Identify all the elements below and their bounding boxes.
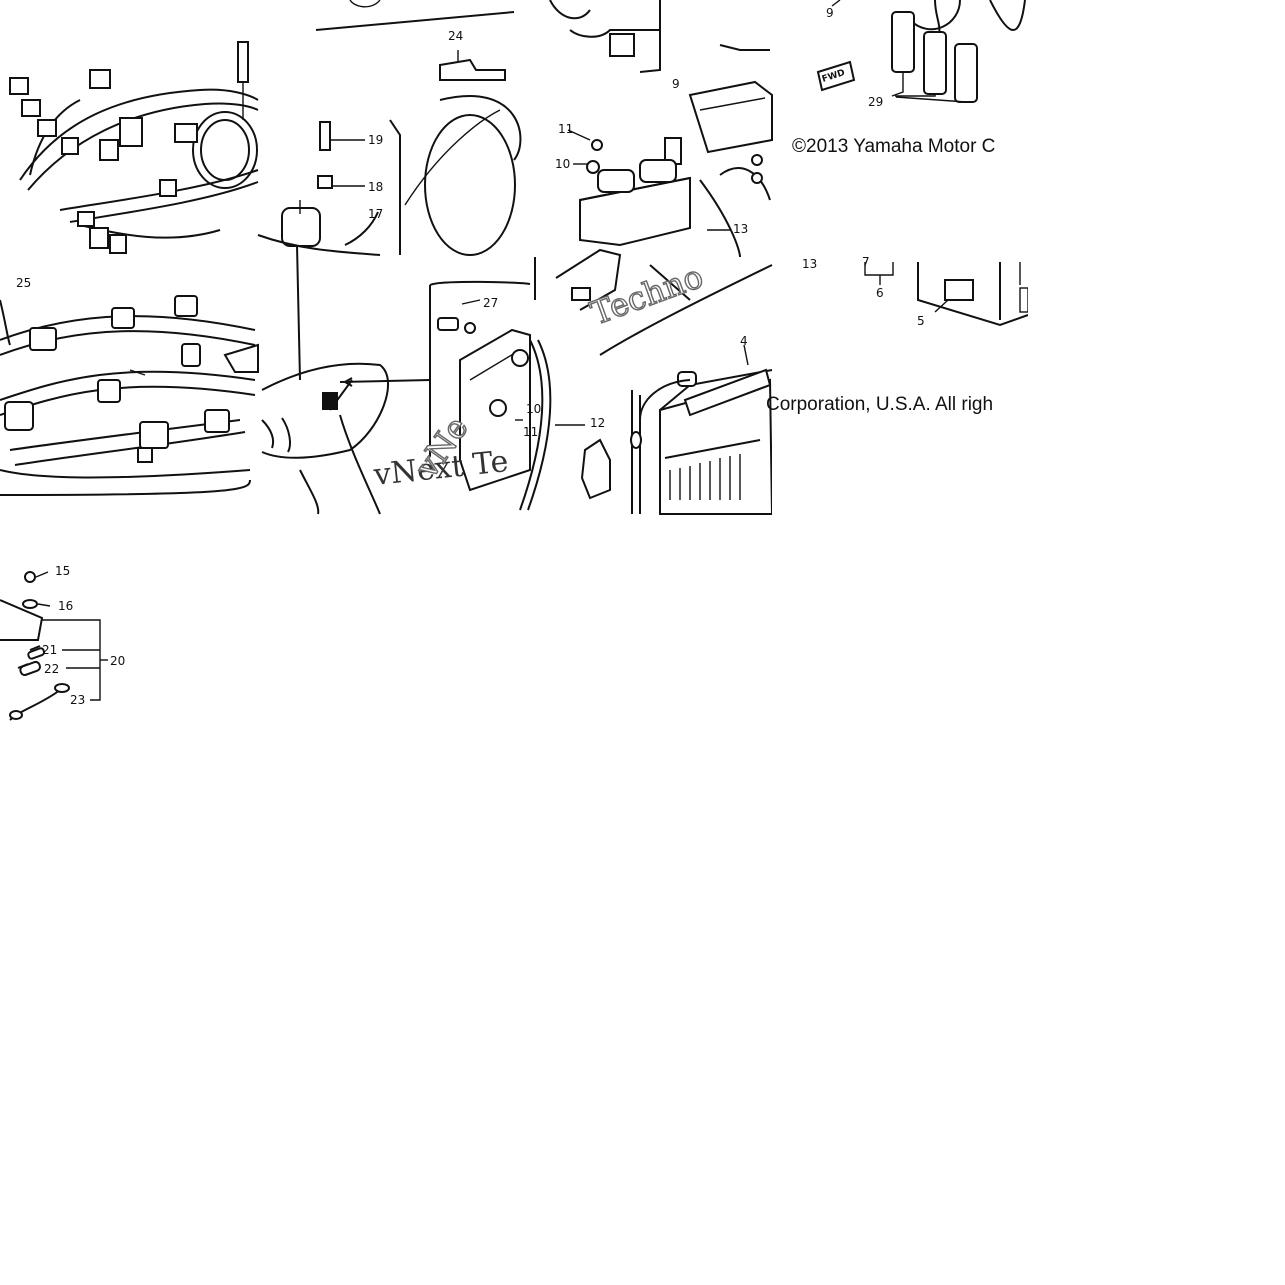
callout-24: 24 xyxy=(448,29,463,43)
callout-20: 20 xyxy=(110,654,125,668)
callout-15: 15 xyxy=(55,564,70,578)
callout-13-coil: 13 xyxy=(733,222,748,236)
callout-18: 18 xyxy=(368,180,383,194)
callout-22: 22 xyxy=(44,662,59,676)
plug-caps-tile xyxy=(816,0,1026,103)
callout-7: 7 xyxy=(862,255,870,269)
callout-labels: 4 5 6 7 9 9 10 10 11 11 12 13 13 15 16 1… xyxy=(16,6,925,707)
callout-16: 16 xyxy=(58,599,73,613)
watermark-techno: Techno xyxy=(586,257,708,332)
copyright-line-bottom: Corporation, U.S.A. All righ xyxy=(766,394,993,415)
ignition-coil-tile xyxy=(549,0,773,258)
callout-6: 6 xyxy=(876,286,884,300)
main-switch-tile xyxy=(281,0,522,256)
battery-case-tile xyxy=(864,262,1029,327)
copyright-line-top: ©2013 Yamaha Motor C xyxy=(792,136,995,157)
callout-12: 12 xyxy=(590,416,605,430)
callout-10-coil: 10 xyxy=(555,157,570,171)
callout-9-coil: 9 xyxy=(672,77,680,91)
callout-11-relay: 11 xyxy=(523,425,538,439)
callout-19: 19 xyxy=(368,133,383,147)
wire-harness-top xyxy=(9,41,259,254)
callout-10-relay: 10 xyxy=(526,402,541,416)
callout-29: 29 xyxy=(868,95,883,109)
callout-9-top: 9 xyxy=(826,6,834,20)
callout-11-coil: 11 xyxy=(558,122,573,136)
starter-relay-tile xyxy=(257,234,585,515)
callout-27: 27 xyxy=(483,296,498,310)
callout-5: 5 xyxy=(917,314,925,328)
wire-harness-bottom xyxy=(0,295,259,496)
callout-23: 23 xyxy=(70,693,85,707)
callout-25: 25 xyxy=(16,276,31,290)
callout-13-right: 13 xyxy=(802,257,817,271)
callout-21: 21 xyxy=(42,643,57,657)
battery-tile xyxy=(534,248,774,515)
callout-4: 4 xyxy=(740,334,748,348)
fuse-box-tile xyxy=(0,571,108,721)
callout-17: 17 xyxy=(368,207,383,221)
